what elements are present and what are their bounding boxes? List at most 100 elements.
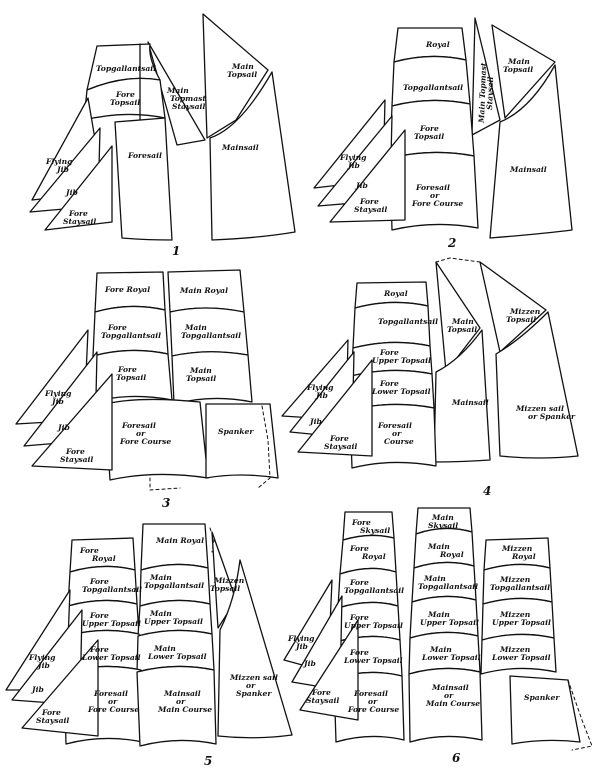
label-fore-topgallant-2: Topgallantsail [82, 585, 142, 594]
figure-number-6: 6 [452, 751, 461, 765]
mainsail-sail [408, 667, 483, 743]
mainsail-sail [489, 64, 573, 239]
label-flying-jib-2: Jib [55, 165, 69, 174]
label-mainsail: Mainsail [221, 143, 259, 152]
label-main-lower-topsail-2: Lower Topsail [421, 653, 481, 662]
label-main-royal: Main Royal [155, 536, 204, 545]
label-foresail-2: or [136, 429, 146, 438]
fore-staysail-sail [44, 145, 113, 231]
label-flying-jib-2: Jib [294, 642, 308, 651]
label-fore-skysail-2: Skysail [360, 526, 390, 535]
main-topmast-staysail [471, 17, 501, 136]
label-main-upper-topsail-1: Main [149, 609, 172, 618]
label-main-topsail-1: Main [507, 57, 530, 66]
label-fore-staysail-1: Fore [65, 447, 85, 456]
mizzen-topsail-sail [479, 261, 547, 353]
label-fore-staysail-2: Staysail [324, 442, 357, 451]
label-main-topgallant-1: Main [184, 323, 207, 332]
label-fore-topsail-1: Fore [117, 365, 137, 374]
label-flying-jib-1: Flying [44, 389, 72, 398]
label-mizzen-upper-topsail-1: Mizzen [499, 610, 531, 619]
figure-number-4: 4 [483, 484, 491, 498]
label-main-lower-topsail-2: Lower Topsail [147, 652, 207, 661]
fore-staysail-sail [299, 619, 359, 721]
label-main-upper-topsail-2: Upper Topsail [420, 618, 479, 627]
label-mainsail-3: Main Course [425, 699, 480, 708]
mainsail-sail [433, 329, 491, 463]
label-fore-lower-topsail-2: Lower Topsail [371, 387, 431, 396]
label-flying-jib-2: Jib [314, 391, 328, 400]
label-main-lower-topsail-1: Main [429, 645, 452, 654]
label-foresail-1: Foresail [377, 421, 412, 430]
label-main-topgallant-2: Topgallantsail [418, 582, 478, 591]
label-fore-topsail-2: Topsail [116, 373, 146, 382]
label-fore-royal-1: Fore [349, 544, 369, 553]
label-fore-staysail-2: Staysail [354, 205, 387, 214]
label-flying-jib-1: Flying [287, 634, 315, 643]
label-royal: Royal [383, 289, 408, 298]
label-mizzen-topsail-1: Mizzen [509, 307, 541, 316]
label-fore-topsail-1: Fore [115, 90, 135, 99]
label-foresail-1: Foresail [353, 689, 388, 698]
label-jib: Jib [64, 188, 78, 197]
mainsail-sail [209, 71, 296, 241]
rig-2: Royal Topgallantsail Main Topmast Staysa… [313, 17, 573, 250]
label-main-skysail-1: Main [431, 513, 454, 522]
rig-6: Fore Skysail Fore Royal Fore Topgallants… [283, 507, 593, 765]
label-mainsail-2: or [176, 697, 186, 706]
label-fore-staysail-1: Fore [329, 434, 349, 443]
label-fore-staysail-1: Fore [311, 688, 331, 697]
rig-5: Fore Royal Main Royal Fore Topgallantsai… [5, 523, 293, 768]
label-fore-lower-topsail-2: Lower Topsail [81, 653, 141, 662]
label-fore-royal-1: Fore [79, 546, 99, 555]
label-fore-upper-topsail-2: Upper Topsail [372, 356, 431, 365]
label-main-skysail-2: Skysail [428, 521, 458, 530]
figure-number-2: 2 [447, 236, 456, 250]
label-main-topsail-2: Topsail [447, 325, 477, 334]
label-main-royal-1: Main [427, 542, 450, 551]
label-flying-jib-1: Flying [339, 153, 367, 162]
label-mizzen-sail-2: or [246, 681, 256, 690]
figure-number-3: 3 [162, 496, 170, 510]
label-foresail-3: Fore Course [347, 705, 399, 714]
label-spanker: Spanker [218, 427, 254, 436]
label-main-staysail-2: Staysail [485, 76, 495, 110]
label-flying-jib-1: Flying [28, 653, 56, 662]
label-fore-staysail-1: Fore [359, 197, 379, 206]
label-main-topsail-1: Main [189, 366, 212, 375]
label-foresail-2: or [368, 697, 378, 706]
dashed-boom [567, 679, 593, 751]
label-fore-upper-topsail-2: Upper Topsail [82, 619, 141, 628]
label-fore-staysail-1: Fore [68, 209, 88, 218]
label-fore-upper-topsail-1: Fore [89, 611, 109, 620]
label-main-staysail-1: Main Topmast [477, 62, 488, 124]
label-mizzen-sail-1: Mizzen sail [515, 404, 564, 413]
label-fore-royal-2: Royal [91, 554, 116, 563]
label-fore-upper-topsail-1: Fore [349, 613, 369, 622]
main-topsail-sail [202, 13, 269, 139]
label-foresail-3: Fore Course [119, 437, 171, 446]
label-main-topsail-1: Main [231, 62, 254, 71]
label-fore-lower-topsail-1: Fore [89, 645, 109, 654]
label-fore-upper-topsail-2: Upper Topsail [344, 621, 403, 630]
label-main-upper-topsail-2: Upper Topsail [144, 617, 203, 626]
label-main-topgallant-2: Topgallantsail [144, 581, 204, 590]
mizzen-sail [217, 559, 293, 739]
label-main-topgallant-1: Main [423, 574, 446, 583]
foresail-sail [114, 117, 173, 241]
label-mizzen-topsail-2: Topsail [506, 315, 536, 324]
topgallantsail-sail [391, 55, 471, 107]
label-fore-topgallant-2: Topgallantsail [101, 331, 161, 340]
label-main-lower-topsail-1: Main [153, 644, 176, 653]
mizzen-lower-topsail-sail [480, 633, 557, 675]
fore-staysail-sail [31, 373, 113, 471]
label-foresail-2: or [430, 191, 440, 200]
label-mizzen-royal-1: Mizzen [501, 544, 533, 553]
label-fore-staysail-2: Staysail [306, 696, 339, 705]
label-foresail-2: or [108, 697, 118, 706]
label-fore-lower-topsail-2: Lower Topsail [343, 656, 403, 665]
label-main-topsail-2: Topsail [227, 70, 257, 79]
fore-staysail-sail [297, 359, 373, 457]
label-mizzen-sail-1: Mizzen sail [229, 673, 278, 682]
label-jib: Jib [354, 181, 368, 190]
